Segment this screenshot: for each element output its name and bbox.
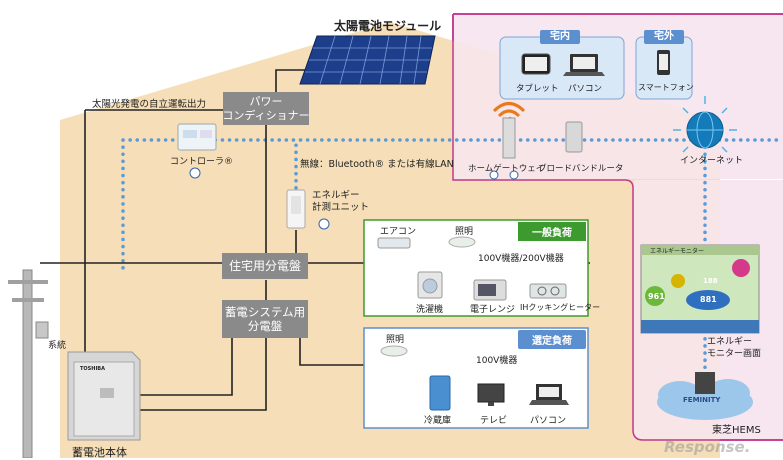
aircon-label: エアコン — [380, 227, 417, 237]
microwave-label: 電子レンジ — [470, 305, 516, 315]
pc2-label: パソコン — [530, 416, 567, 426]
internet-label: インターネット — [680, 156, 744, 166]
solar-module-label: 太陽電池モジュール — [334, 19, 442, 33]
monitor-title: エネルギーモニター — [650, 248, 705, 255]
monitor-value-2: 881 — [700, 295, 717, 304]
pc2-icon — [529, 384, 569, 405]
ih-label: IHクッキングヒーター — [520, 303, 601, 312]
smartphone-label: スマートフォン — [638, 83, 694, 92]
router-icon — [565, 121, 583, 153]
monitor-value-1: 961 — [648, 292, 665, 301]
solar-panel-icon — [299, 35, 436, 85]
power-conditioner-box: パワー コンディショナー — [222, 92, 310, 125]
feminity-logo: FEMINITY — [683, 396, 721, 404]
energy-monitor-label: エネルギー モニター画面 — [707, 337, 762, 359]
grid-label: 系統 — [48, 341, 67, 351]
washer-label: 洗濯機 — [416, 305, 444, 315]
v100-label: 100V機器 — [476, 356, 518, 366]
v100-200-label: 100V機器/200V機器 — [478, 254, 564, 264]
energy-monitor-screen-icon — [640, 244, 760, 334]
storage-panel-box: 蓄電システム用 分電盤 — [222, 300, 308, 338]
home-gateway-label: ホームゲートウェイ — [468, 164, 545, 174]
pc-label: パソコン — [568, 84, 603, 94]
watermark: Response. — [664, 438, 751, 456]
wifi-icon — [492, 102, 526, 118]
lighting1-label: 照明 — [455, 227, 474, 237]
energy-meter-label: エネルギー 計測ユニット — [312, 190, 370, 214]
indoor-tag: 宅内 — [540, 30, 580, 44]
energy-meter-icon — [286, 189, 306, 229]
laptop-icon — [563, 54, 605, 76]
toshiba-hems-label: 東芝HEMS — [712, 425, 761, 436]
hems-cloud-icon — [657, 372, 753, 420]
outdoor-tag: 宅外 — [644, 30, 684, 44]
battery-unit-icon — [67, 351, 141, 441]
tv-icon — [477, 383, 505, 403]
utility-pole-icon — [8, 269, 49, 458]
echonet-logo — [189, 167, 201, 179]
controller-icon — [177, 123, 217, 151]
house-panel-box: 住宅用分電盤 — [222, 253, 308, 279]
self-sustained-label: 太陽光発電の自立運転出力 — [92, 99, 207, 110]
toshiba-logo: TOSHIBA — [80, 366, 105, 372]
ih-heater-icon — [529, 283, 567, 299]
aircon-icon — [377, 237, 411, 249]
tablet-label: タブレット — [516, 84, 559, 94]
comm-line — [121, 138, 783, 272]
smartphone-icon — [657, 50, 670, 75]
selected-load-tag: 選定負荷 — [518, 330, 586, 349]
monitor-value-3: 188 — [703, 277, 718, 285]
fridge-icon — [429, 375, 451, 411]
internet-globe-icon — [673, 96, 737, 164]
wireless-label: 無線：Bluetooth® または有線LAN — [300, 159, 454, 170]
ceiling-light-icon — [448, 236, 476, 248]
lighting2-label: 照明 — [386, 335, 405, 345]
battery-label: 蓄電池本体 — [72, 446, 127, 459]
ceiling-light-2-icon — [380, 345, 408, 357]
general-load-tag: 一般負荷 — [518, 222, 586, 241]
tv-label: テレビ — [480, 416, 508, 426]
broadband-router-label: ブロードバンドルータ — [538, 164, 624, 174]
home-gateway-icon — [502, 117, 516, 159]
fridge-label: 冷蔵庫 — [424, 416, 452, 426]
controller-label: コントローラ® — [170, 157, 234, 167]
